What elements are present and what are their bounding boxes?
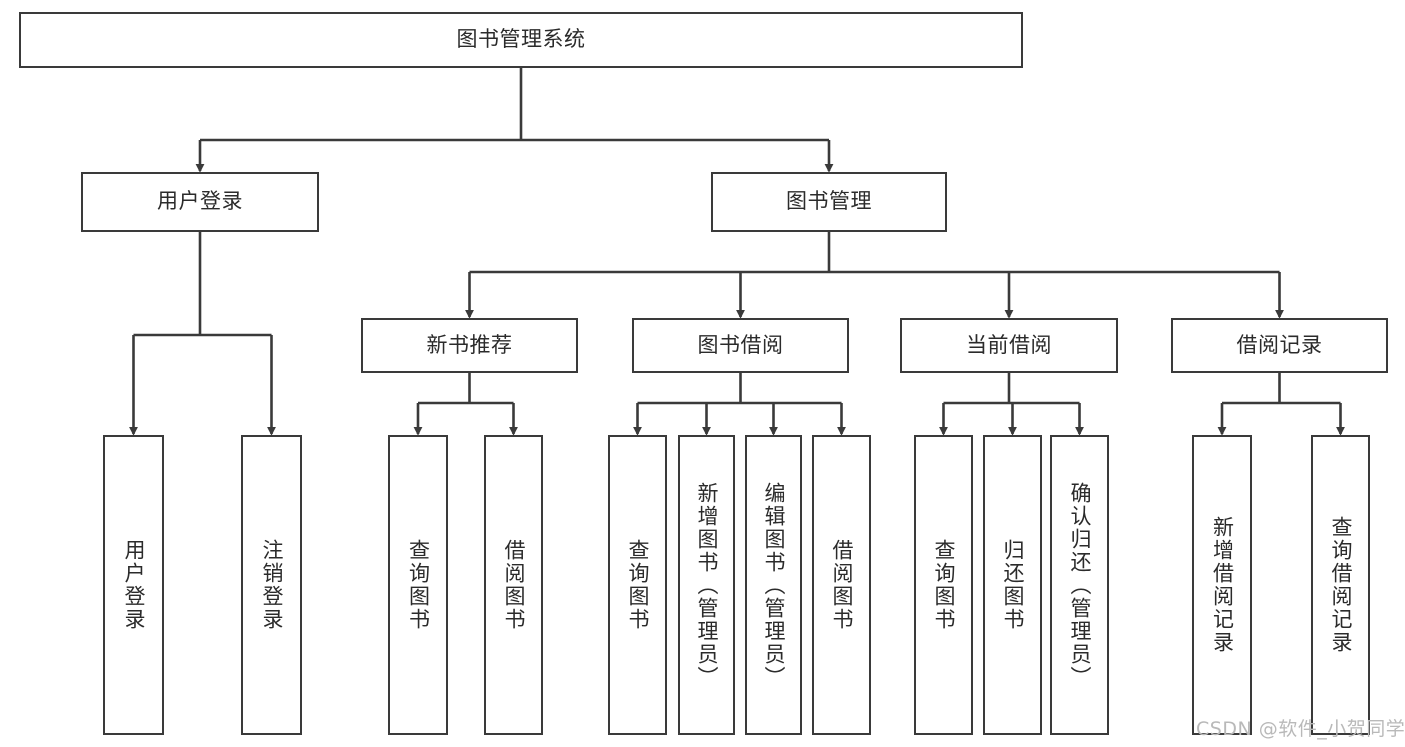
node-label: 借阅图书: [501, 539, 526, 631]
node-leaf-query-3[interactable]: 查询图书: [914, 435, 973, 735]
node-leaf-query-1[interactable]: 查询图书: [388, 435, 448, 735]
node-label: 查询图书: [406, 539, 431, 631]
node-borrow[interactable]: 图书借阅: [632, 318, 849, 373]
node-leaf-confirm[interactable]: 确认归还（管理员）: [1050, 435, 1109, 735]
node-leaf-borrow-2[interactable]: 借阅图书: [812, 435, 871, 735]
node-label: 查询图书: [931, 539, 956, 631]
node-root[interactable]: 图书管理系统: [19, 12, 1023, 68]
node-login[interactable]: 用户登录: [81, 172, 319, 232]
node-label: 新增借阅记录: [1210, 516, 1235, 654]
node-bookmgmt[interactable]: 图书管理: [711, 172, 947, 232]
node-label: 用户登录: [157, 189, 243, 214]
node-label: 图书管理: [786, 189, 872, 214]
node-label: 新书推荐: [426, 332, 513, 357]
node-label: 借阅图书: [829, 539, 854, 631]
node-label: 图书借阅: [697, 332, 784, 357]
node-label: 归还图书: [1000, 539, 1025, 631]
node-label: 图书管理系统: [456, 27, 586, 52]
node-leaf-query-rec[interactable]: 查询借阅记录: [1311, 435, 1370, 735]
node-leaf-login[interactable]: 用户登录: [103, 435, 164, 735]
node-label: 借阅记录: [1236, 332, 1323, 357]
node-leaf-query-2[interactable]: 查询图书: [608, 435, 667, 735]
node-leaf-borrow-1[interactable]: 借阅图书: [484, 435, 543, 735]
node-records[interactable]: 借阅记录: [1171, 318, 1388, 373]
node-leaf-edit-book[interactable]: 编辑图书（管理员）: [745, 435, 802, 735]
node-current[interactable]: 当前借阅: [900, 318, 1118, 373]
node-label: 查询借阅记录: [1328, 516, 1353, 654]
node-label: 确认归还（管理员）: [1067, 481, 1092, 689]
node-label: 用户登录: [121, 539, 146, 631]
node-label: 编辑图书（管理员）: [761, 481, 786, 689]
node-leaf-add-rec[interactable]: 新增借阅记录: [1192, 435, 1252, 735]
node-newbook[interactable]: 新书推荐: [361, 318, 578, 373]
node-leaf-return[interactable]: 归还图书: [983, 435, 1042, 735]
node-leaf-add-book[interactable]: 新增图书（管理员）: [678, 435, 735, 735]
node-label: 新增图书（管理员）: [694, 481, 719, 689]
node-leaf-logout[interactable]: 注销登录: [241, 435, 302, 735]
node-label: 查询图书: [625, 539, 650, 631]
node-label: 当前借阅: [966, 332, 1052, 357]
node-label: 注销登录: [259, 539, 284, 631]
